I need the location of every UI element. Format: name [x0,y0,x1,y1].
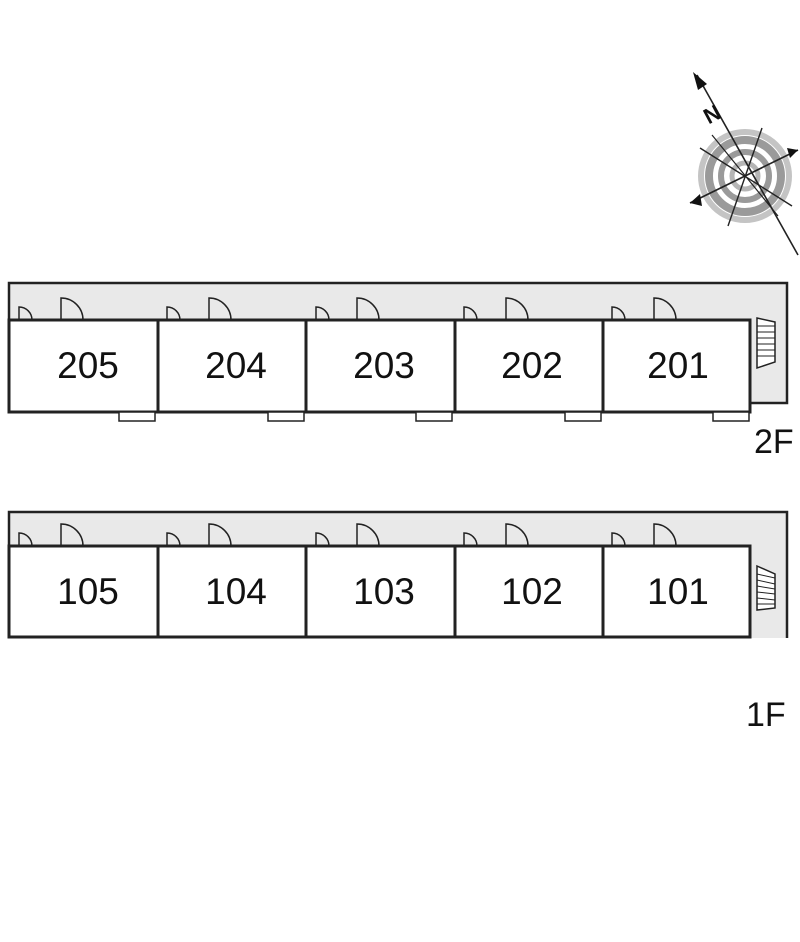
balcony [564,411,602,422]
unit-label: 101 [647,571,709,612]
door-icon [60,523,84,547]
door-icon [18,532,33,547]
balcony [712,411,750,422]
door-icon [356,523,380,547]
door-icon [611,306,626,321]
floor-2f: 205 204 203 202 201 2F [7,281,794,461]
door-icon [463,306,478,321]
floor-label: 1F [746,696,786,734]
balcony [267,411,305,422]
staircase-icon [756,564,776,611]
door-icon [208,523,232,547]
door-icon [166,306,181,321]
unit-label: 105 [57,571,119,612]
door-icon [653,523,677,547]
door-icon [18,306,33,321]
balcony [415,411,453,422]
door-icon [505,297,529,321]
door-icon [653,297,677,321]
door-icon [208,297,232,321]
unit-row [7,318,752,414]
floor-1f: 105 104 103 102 101 1F [7,510,789,734]
staircase-icon [756,317,776,370]
door-icon [356,297,380,321]
compass-rose-icon [689,72,799,256]
unit-label: 201 [647,345,709,386]
unit-label: 104 [205,571,267,612]
balcony [118,411,156,422]
door-icon [463,532,478,547]
unit-label: 205 [57,345,119,386]
door-icon [315,306,330,321]
unit-label: 103 [353,571,415,612]
compass: N [689,72,799,256]
unit-label: 102 [501,571,563,612]
unit-row [7,544,752,639]
door-icon [315,532,330,547]
unit-label: 204 [205,345,267,386]
unit-label: 202 [501,345,563,386]
door-icon [611,532,626,547]
floor-label: 2F [754,423,794,461]
unit-label: 203 [353,345,415,386]
door-icon [166,532,181,547]
door-icon [505,523,529,547]
door-icon [60,297,84,321]
compass-north-label: N [699,99,725,129]
